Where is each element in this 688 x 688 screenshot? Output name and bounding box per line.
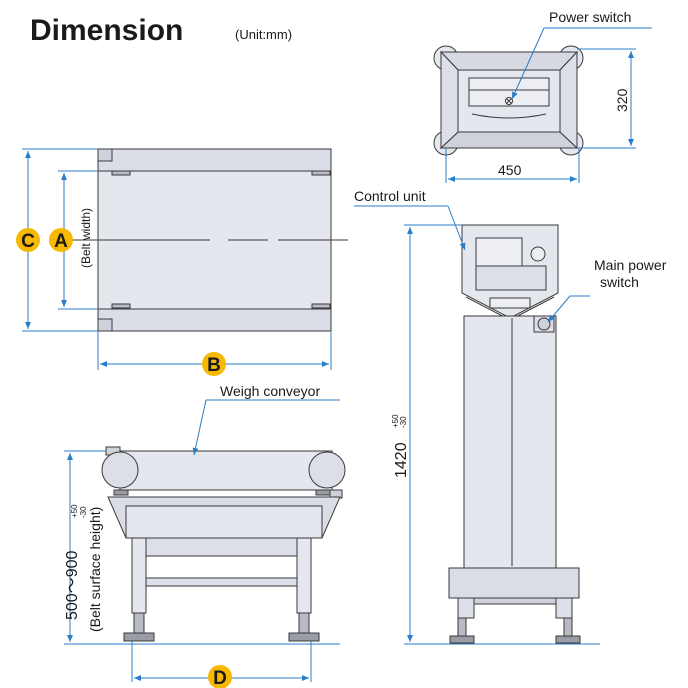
control-unit-front-view	[448, 224, 581, 644]
belt-surface-height-label: (Belt surface height)	[87, 507, 103, 632]
main-power-label-line2: switch	[600, 274, 639, 290]
depth-320-label: 320	[614, 88, 630, 112]
height-1420-tol-plus: +50	[391, 414, 400, 428]
badge-d: D	[208, 665, 232, 688]
height-range-tol-minus: -30	[79, 506, 88, 518]
weigh-conveyor-label: Weigh conveyor	[220, 383, 320, 399]
height-range-tol-plus: +50	[70, 504, 79, 518]
badge-c-text: C	[21, 231, 35, 252]
height-1420-tol-minus: -30	[399, 416, 408, 428]
height-1420-label: 1420	[393, 442, 410, 478]
badge-b-text: B	[207, 355, 221, 376]
belt-width-label: (Belt width)	[79, 208, 93, 268]
top-view-dimensions	[445, 27, 652, 183]
page-title: Dimension	[30, 14, 184, 47]
width-450-label: 450	[498, 162, 522, 178]
badge-c: C	[16, 228, 40, 252]
main-power-label-line1: Main power	[594, 257, 667, 273]
badge-a: A	[49, 228, 73, 252]
conveyor-side-view	[101, 446, 346, 642]
height-range-label: 500～900	[64, 551, 81, 620]
badge-a-text: A	[54, 231, 68, 252]
badge-d-text: D	[213, 668, 227, 688]
top-view	[433, 45, 584, 156]
power-switch-label: Power switch	[549, 9, 631, 25]
control-unit-label: Control unit	[354, 188, 426, 204]
unit-label: (Unit:mm)	[235, 27, 293, 42]
control-unit-dimensions	[354, 205, 600, 645]
badge-b: B	[202, 352, 226, 376]
